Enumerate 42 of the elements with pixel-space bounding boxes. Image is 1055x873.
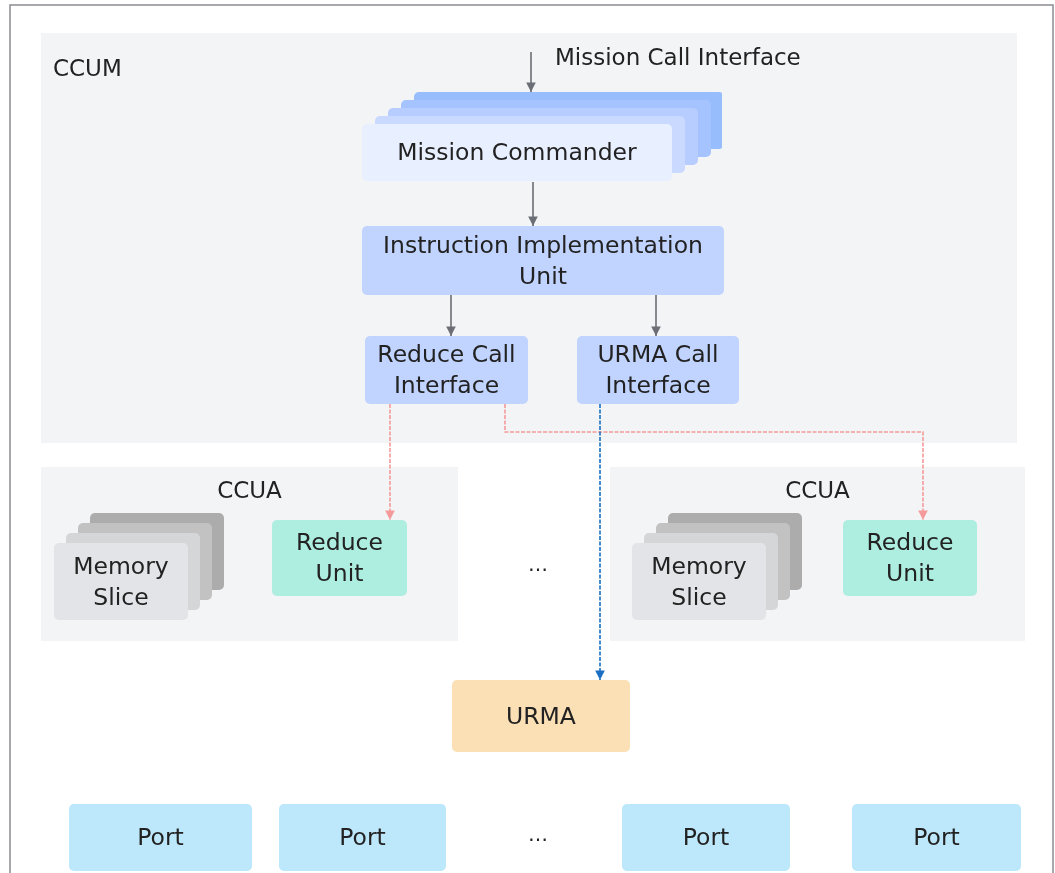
box-label: Port	[338, 822, 387, 854]
stacked-box	[362, 92, 722, 182]
process-box	[843, 520, 977, 596]
box-label: Port	[136, 822, 185, 854]
box-label: Mission Commander	[396, 137, 638, 169]
arrow	[385, 403, 395, 521]
process-box	[852, 804, 1021, 871]
box-label: Reduce Unit	[865, 527, 955, 589]
process-box	[365, 336, 528, 404]
arrow	[504, 403, 928, 521]
group-panel	[41, 33, 1017, 443]
arrow	[528, 181, 538, 227]
box-label: Port	[681, 822, 731, 854]
arrow	[446, 294, 456, 337]
box-label: Port	[912, 822, 961, 854]
process-box	[279, 804, 446, 871]
box-label: URMA Call Interface	[596, 339, 720, 401]
group-label: CCUA	[217, 477, 282, 503]
group-label: CCUA	[785, 477, 850, 503]
group-panel	[41, 467, 458, 641]
box-label: Reduce Call Interface	[376, 339, 517, 401]
box-label: URMA	[505, 700, 577, 732]
edge-label: Mission Call Interface	[555, 44, 801, 70]
ellipsis-label: …	[528, 822, 548, 846]
ellipsis-label: …	[528, 552, 548, 576]
box-label: Reduce Unit	[295, 527, 384, 589]
process-box	[272, 520, 407, 596]
box-label: Instruction Implementation Unit	[382, 229, 704, 292]
stacked-box	[54, 513, 226, 622]
box-label: Memory Slice	[72, 550, 170, 613]
group-label: CCUM	[53, 55, 122, 81]
arrow	[526, 51, 536, 93]
arrow	[651, 294, 661, 337]
box-label: Memory Slice	[650, 550, 748, 613]
group-panel	[610, 467, 1025, 641]
arrow	[595, 403, 605, 681]
stacked-box	[632, 513, 804, 622]
process-box	[622, 804, 790, 871]
process-box	[69, 804, 252, 871]
process-box	[577, 336, 739, 404]
process-box	[452, 680, 630, 752]
process-box	[362, 226, 724, 295]
